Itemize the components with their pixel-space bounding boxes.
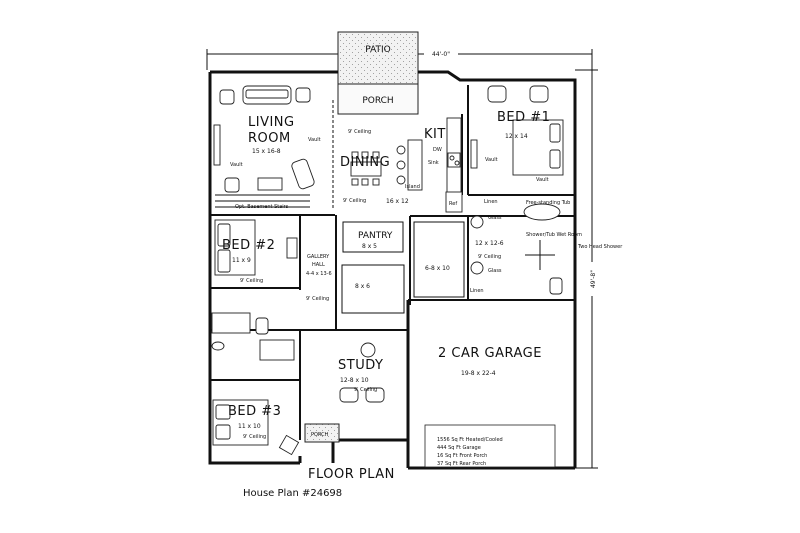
two-head-shower: Two Head Shower [577,244,623,250]
area-garage: 444 Sq Ft Garage [437,445,481,451]
kitchen-island: Island [405,184,420,190]
closet-size: 6-8 x 10 [425,265,450,272]
bed1-label: BED #1 [497,110,550,125]
patio-area [337,31,419,85]
bed1-vault-1: Vault [485,157,498,163]
living-label-1: LIVING [248,115,295,130]
living-label-2: ROOM [248,131,291,146]
bed1-vault-2: Vault [536,177,549,183]
kitchen-sink: Sink [428,160,439,166]
bath1-glass-1: Glass [488,215,502,221]
bath1-ceiling: 9' Ceiling [478,254,501,260]
kitchen-label: KIT [424,127,446,142]
interior-walls [210,85,575,440]
kitchen-dw: DW [433,147,442,153]
kitchen-ref: Ref [449,201,457,207]
gallery-size: 4-4 x 13-6 [306,271,332,277]
study-furniture [339,342,385,403]
floor-plan-title: FLOOR PLAN [308,467,395,482]
front-porch-label: PORCH [311,432,329,438]
bed1-size: 12 x 14 [505,133,528,140]
basement-stairs: Opt. Basement Stairs [235,204,289,210]
dining-ceiling-1: 9' Ceiling [348,129,371,135]
bed2-ceiling: 9' Ceiling [240,278,263,284]
gallery-label-2: HALL [312,262,325,268]
bed2-furniture [214,219,298,276]
garage-label: 2 CAR GARAGE [438,346,542,361]
living-vault-2: Vault [230,162,243,168]
bed2-label: BED #2 [222,238,275,253]
study-size: 12-8 x 10 [340,377,369,384]
gallery-ceiling: 9' Ceiling [306,296,329,302]
area-rear-porch: 37 Sq Ft Rear Porch [437,461,486,467]
bath1-fixtures [470,203,563,295]
bath1-glass-2: Glass [488,268,502,274]
dining-size: 16 x 12 [386,198,409,205]
front-porch [304,423,340,443]
study-label: STUDY [338,358,383,373]
patio-label: PATIO [365,45,391,55]
plan-number: House Plan #24698 [243,488,342,499]
depth-dimension: 49'-8" [575,69,598,469]
kitchen-fixtures [396,117,463,213]
living-vault-1: Vault [308,137,321,143]
bath2-fixtures [211,312,295,361]
bed3-ceiling: 9' Ceiling [243,434,266,440]
depth-label: 49'-8" [590,270,597,288]
width-label: 44'-0" [432,51,450,58]
living-size: 15 x 16-8 [252,148,281,155]
bed1-furniture [470,85,564,176]
bath1-size: 12 x 12-6 [475,240,504,247]
rear-porch-label: PORCH [362,96,393,106]
laundry-size: 8 x 6 [355,283,370,290]
pantry-size: 8 x 5 [362,243,377,250]
pantry-label: PANTRY [358,231,393,241]
bath1-linen-2: Linen [470,288,484,294]
bath1-shower: Shower/Tub Wet Room [526,232,582,238]
exterior-walls [208,70,577,470]
dining-label: DINING [340,155,390,170]
dining-furniture [350,151,382,186]
area-heated: 1556 Sq Ft Heated/Cooled [437,437,503,443]
living-furniture [213,85,315,208]
gallery-label-1: GALLERY [307,254,330,260]
bed2-size: 11 x 9 [232,257,251,264]
garage-info-box [424,424,556,468]
study-ceiling: 9' Ceiling [354,387,377,393]
bed3-furniture [212,399,300,456]
dining-ceiling-2: 9' Ceiling [343,198,366,204]
bath1-linen-1: Linen [484,199,498,205]
bed3-label: BED #3 [228,404,281,419]
bath1-tub: Free-standing Tub [526,200,570,206]
area-front-porch: 16 Sq Ft Front Porch [437,453,487,459]
bed3-size: 11 x 10 [238,423,261,430]
rear-porch-area [337,83,419,115]
garage-size: 19-8 x 22-4 [461,370,496,377]
